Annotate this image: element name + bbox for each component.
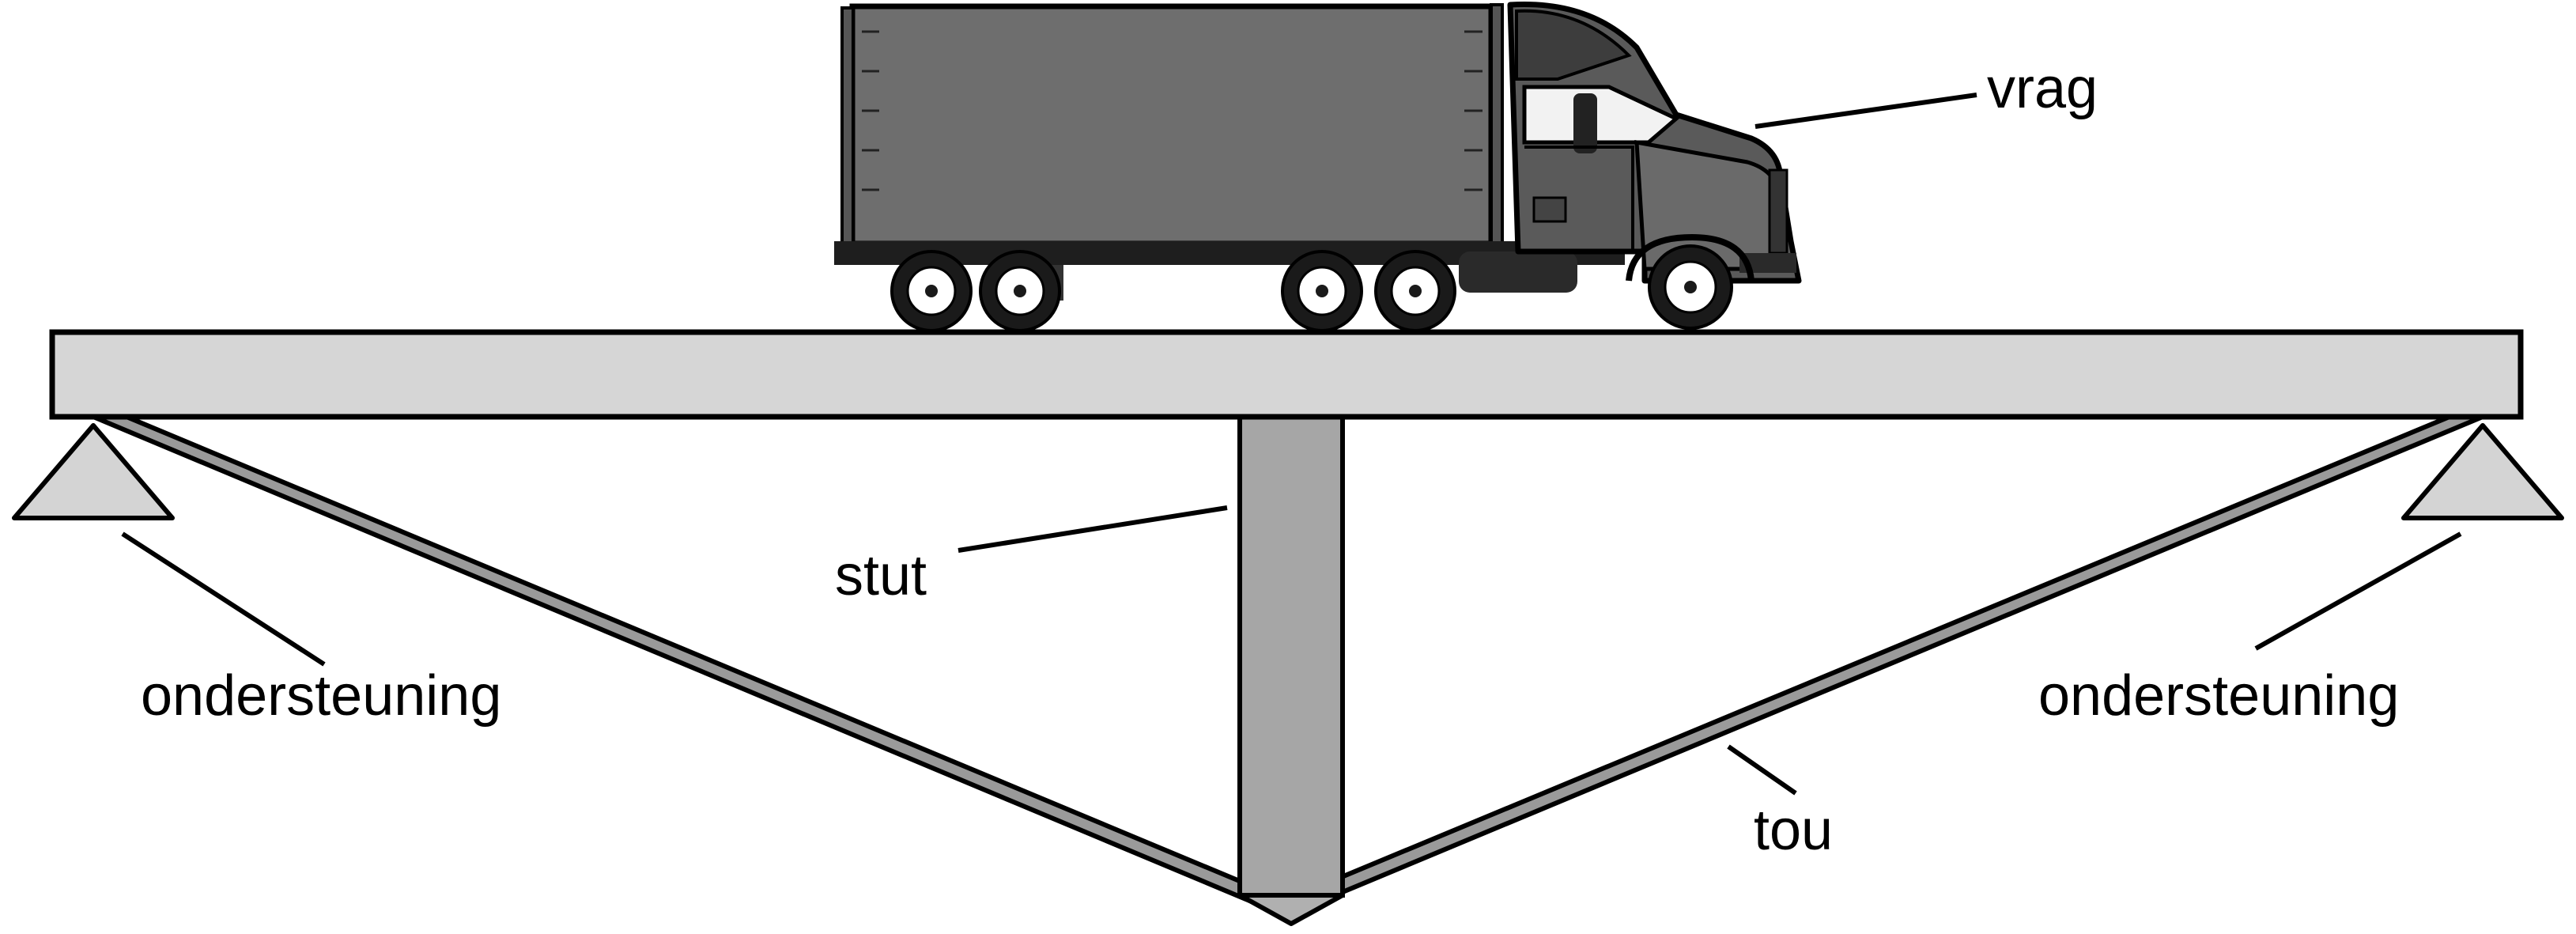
rope-right xyxy=(1280,414,2485,910)
leader-support-right xyxy=(2254,531,2462,651)
label-support-right: ondersteuning xyxy=(2038,664,2399,728)
strut-tip xyxy=(1237,893,1345,926)
label-rope: tou xyxy=(1754,799,1833,862)
leader-support-left xyxy=(121,531,326,667)
leader-rope xyxy=(1727,744,1797,796)
leader-load xyxy=(1754,93,1977,129)
wheel-icon xyxy=(1648,244,1733,330)
beam xyxy=(49,329,2524,420)
wheel-icon xyxy=(890,250,973,332)
support-left xyxy=(12,423,175,520)
wheel-icon xyxy=(1281,250,1363,332)
truck-icon xyxy=(834,1,1802,301)
leader-strut xyxy=(958,505,1228,553)
wheel-icon xyxy=(979,250,1061,332)
support-right xyxy=(2401,423,2564,520)
wheel-icon xyxy=(1374,250,1456,332)
label-load: vrag xyxy=(1987,57,2098,120)
truck-wheels xyxy=(890,244,1733,332)
rope-left xyxy=(91,414,1291,910)
label-support-left: ondersteuning xyxy=(141,664,501,728)
strut xyxy=(1237,414,1345,898)
label-strut: stut xyxy=(835,544,927,607)
